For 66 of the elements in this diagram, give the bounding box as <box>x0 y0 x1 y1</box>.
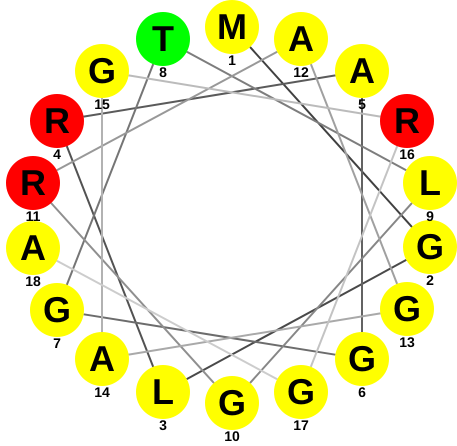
connector-line <box>56 260 278 380</box>
residue-letter: L <box>419 165 441 201</box>
connector-line <box>83 74 336 118</box>
connector-line <box>310 64 398 284</box>
residue-number: 11 <box>26 209 40 223</box>
connector-line <box>84 313 336 356</box>
residue-number: 15 <box>94 97 110 111</box>
residue-number: 13 <box>399 335 415 349</box>
connector-line <box>101 98 103 332</box>
residue-letter: R <box>20 165 46 201</box>
residue-circle <box>136 12 190 66</box>
residue-letter: G <box>286 374 315 410</box>
residue-circle <box>274 12 328 66</box>
residue-number: 1 <box>228 53 236 67</box>
residue-number: 14 <box>94 385 110 399</box>
connector-line <box>186 50 407 172</box>
residue-circle <box>136 365 190 419</box>
residue-circle <box>205 0 259 54</box>
residue-number: 17 <box>293 418 309 432</box>
residue-number: 7 <box>53 336 61 350</box>
residue-circle <box>403 220 457 274</box>
residue-number: 9 <box>426 209 434 223</box>
residue-letter: A <box>89 341 115 377</box>
residue-number: 18 <box>25 274 41 288</box>
connector-line <box>66 146 154 368</box>
connector-line <box>66 64 154 286</box>
residue-number: 16 <box>399 147 415 161</box>
residue-number: 12 <box>293 65 309 79</box>
connector-line <box>50 202 215 384</box>
residue-letter: R <box>44 103 70 139</box>
residue-number: 10 <box>224 429 240 443</box>
residue-number: 2 <box>426 273 434 287</box>
residue-circle <box>30 94 84 148</box>
residue-circle <box>335 44 389 98</box>
residue-number: 4 <box>53 147 61 161</box>
connector-line <box>361 98 363 332</box>
residue-circle <box>274 365 328 419</box>
residue-letter: A <box>20 230 46 266</box>
connector-line <box>186 259 407 380</box>
residue-letter: G <box>42 292 71 328</box>
residue-letter: G <box>218 385 246 421</box>
residue-letter: R <box>394 103 420 139</box>
residue-number: 3 <box>159 418 167 432</box>
residue-letter: G <box>392 291 421 327</box>
residue-letter: G <box>416 229 444 265</box>
residue-letter: G <box>348 341 376 377</box>
connector-line <box>56 50 278 172</box>
residue-circle <box>6 221 60 275</box>
connector-line <box>249 202 413 384</box>
residue-letter: A <box>349 53 375 89</box>
residue-circle <box>205 376 259 430</box>
residue-letter: G <box>88 53 116 89</box>
residue-letter: M <box>217 9 247 45</box>
residue-letter: A <box>288 21 314 57</box>
residue-circle <box>335 332 389 386</box>
residue-letter: L <box>152 374 174 410</box>
residue-circle <box>380 94 434 148</box>
residue-number: 6 <box>358 385 366 399</box>
residue-circle <box>75 44 129 98</box>
residue-letter: T <box>152 21 174 57</box>
connector-line <box>128 312 381 356</box>
residue-circle <box>75 332 129 386</box>
connector-line <box>249 46 413 228</box>
connector-line <box>128 74 381 118</box>
connector-line <box>310 146 398 368</box>
residue-number: 8 <box>159 65 167 79</box>
